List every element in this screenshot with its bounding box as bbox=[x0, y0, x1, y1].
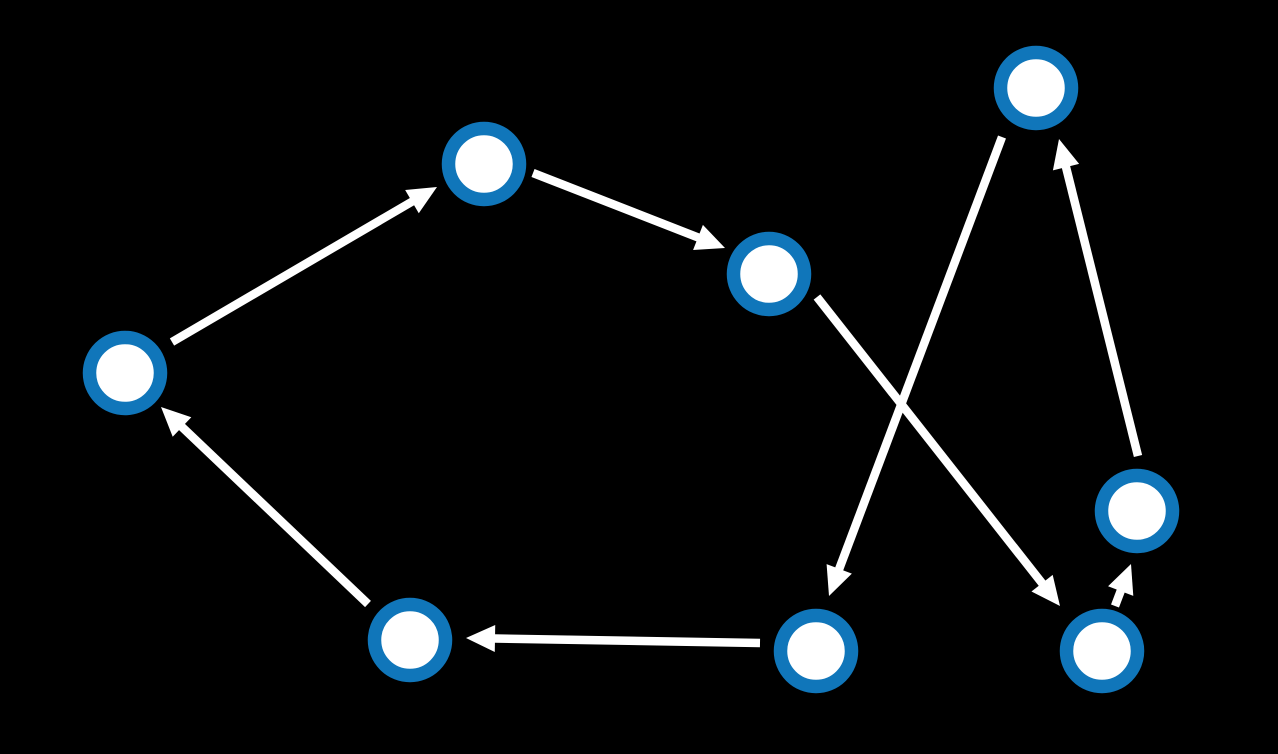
edge-right-to-top-right bbox=[1052, 139, 1143, 458]
node-middle bbox=[726, 231, 812, 317]
edge-shaft bbox=[813, 294, 1050, 592]
node-bottom-middle bbox=[773, 608, 859, 694]
edge-middle-to-bottom-right bbox=[813, 294, 1060, 606]
arrowhead-icon bbox=[1031, 574, 1060, 606]
arrowhead-icon bbox=[466, 624, 496, 652]
arrowhead-icon bbox=[826, 564, 852, 596]
node-left bbox=[82, 330, 168, 416]
node-bottom-left bbox=[367, 597, 453, 683]
node-right bbox=[1094, 468, 1180, 554]
arrowhead-icon bbox=[1108, 564, 1134, 596]
arrowhead-icon bbox=[1052, 139, 1080, 171]
node-upper-middle bbox=[441, 121, 527, 207]
edge-shaft bbox=[169, 194, 421, 346]
edge-shaft bbox=[173, 418, 371, 608]
edge-bottom-left-to-left bbox=[161, 407, 371, 608]
edge-shaft bbox=[1060, 159, 1143, 458]
edge-bottom-right-to-right bbox=[1108, 564, 1134, 608]
edge-left-to-upper-middle bbox=[169, 187, 437, 346]
edge-shaft bbox=[487, 634, 761, 648]
arrowhead-icon bbox=[693, 224, 725, 251]
node-bottom-right bbox=[1059, 608, 1145, 694]
edge-upper-middle-to-middle bbox=[531, 169, 725, 251]
node-top-right bbox=[993, 45, 1079, 131]
edge-bottom-middle-to-bottom-left bbox=[466, 624, 761, 652]
edge-shaft bbox=[531, 169, 707, 245]
edge-shaft bbox=[832, 135, 1006, 578]
edge-top-right-to-bottom-middle bbox=[826, 135, 1006, 596]
arrowhead-icon bbox=[161, 407, 192, 437]
arrowhead-icon bbox=[405, 187, 437, 214]
